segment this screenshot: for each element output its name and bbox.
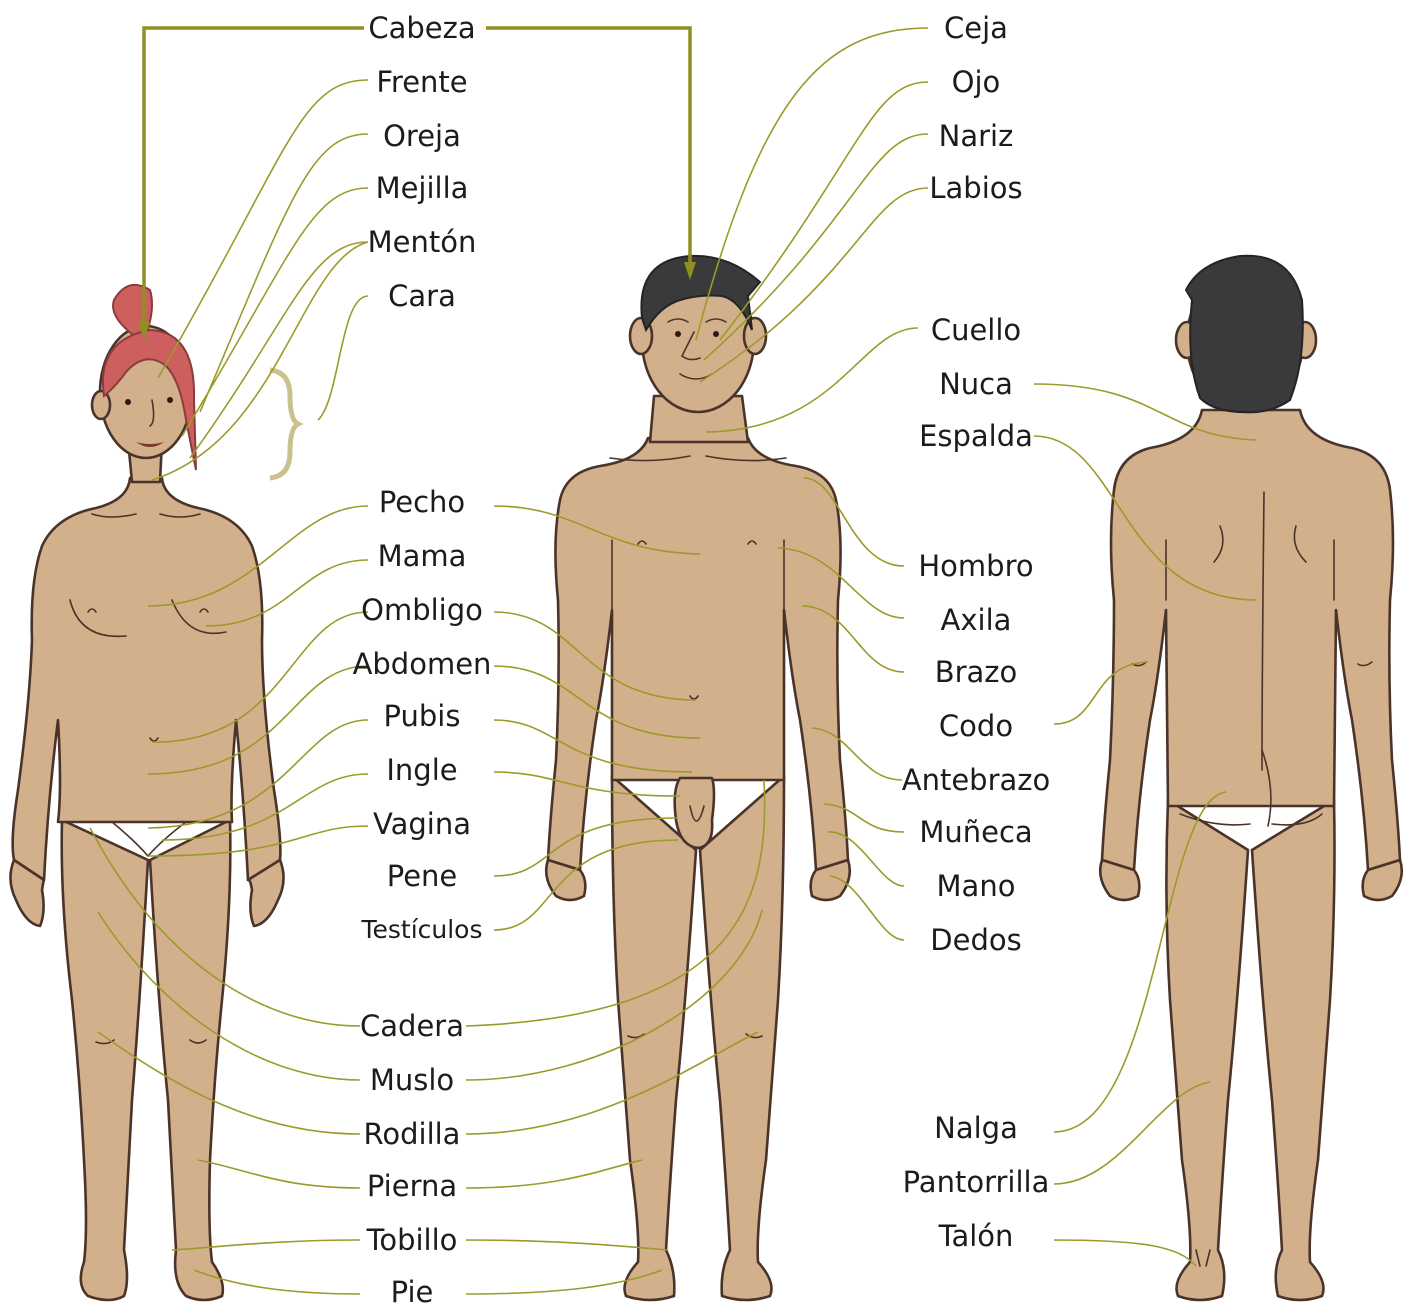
label-ceja: Ceja bbox=[944, 11, 1008, 45]
label-ingle: Ingle bbox=[386, 753, 457, 787]
label-frente: Frente bbox=[376, 65, 467, 99]
back-figure bbox=[1100, 256, 1402, 1300]
label-nuca: Nuca bbox=[939, 367, 1013, 401]
label-tobillo: Tobillo bbox=[366, 1223, 458, 1257]
label-cuello: Cuello bbox=[931, 313, 1021, 347]
woman-figure bbox=[10, 285, 283, 1300]
label-nalga: Nalga bbox=[934, 1111, 1018, 1145]
label-muneca: Muñeca bbox=[919, 815, 1032, 849]
label-pecho: Pecho bbox=[379, 485, 465, 519]
label-hombro: Hombro bbox=[918, 549, 1033, 583]
label-pie: Pie bbox=[391, 1275, 434, 1307]
label-mejilla: Mejilla bbox=[376, 171, 469, 205]
label-vagina: Vagina bbox=[373, 807, 471, 841]
label-talon: Talón bbox=[938, 1219, 1014, 1253]
label-codo: Codo bbox=[939, 709, 1013, 743]
label-cara: Cara bbox=[388, 279, 456, 313]
label-abdomen: Abdomen bbox=[353, 647, 492, 681]
label-pene: Pene bbox=[387, 859, 458, 893]
label-antebrazo: Antebrazo bbox=[902, 763, 1051, 797]
label-mano: Mano bbox=[937, 869, 1016, 903]
label-cabeza: Cabeza bbox=[368, 11, 475, 45]
label-oreja: Oreja bbox=[383, 119, 461, 153]
label-testiculos: Testículos bbox=[360, 915, 482, 944]
label-pierna: Pierna bbox=[367, 1169, 457, 1203]
label-muslo: Muslo bbox=[370, 1063, 454, 1097]
label-cadera: Cadera bbox=[360, 1009, 464, 1043]
label-nariz: Nariz bbox=[939, 119, 1014, 153]
label-labios: Labios bbox=[929, 171, 1022, 205]
label-ojo: Ojo bbox=[952, 65, 1001, 99]
label-menton: Mentón bbox=[368, 225, 477, 259]
label-pubis: Pubis bbox=[384, 699, 461, 733]
label-brazo: Brazo bbox=[935, 655, 1018, 689]
label-axila: Axila bbox=[941, 603, 1012, 637]
label-dedos: Dedos bbox=[930, 923, 1021, 957]
label-rodilla: Rodilla bbox=[364, 1117, 461, 1151]
man-figure bbox=[546, 256, 850, 1300]
label-pantorrilla: Pantorrilla bbox=[903, 1165, 1050, 1199]
label-mama: Mama bbox=[378, 539, 467, 573]
label-ombligo: Ombligo bbox=[361, 593, 483, 627]
label-espalda: Espalda bbox=[919, 419, 1033, 453]
